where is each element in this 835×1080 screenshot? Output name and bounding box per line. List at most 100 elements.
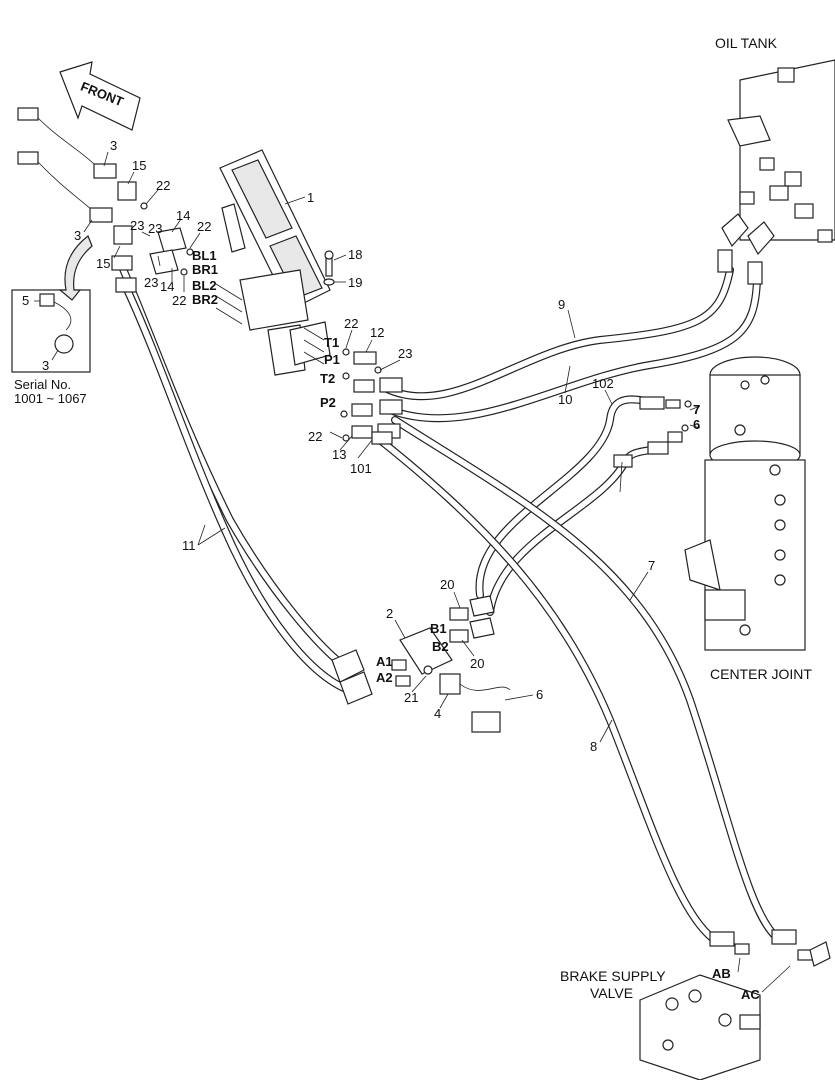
part-22-d-label: 22 [344, 316, 358, 331]
connector-lower [17, 151, 39, 165]
fitting-101 [639, 396, 665, 410]
hose-end-9 [379, 377, 403, 393]
part-6-label: 6 [536, 687, 543, 702]
part-7-label: 7 [648, 558, 655, 573]
hose-11 [116, 258, 359, 696]
port-1 [769, 464, 781, 476]
tank-bracket [727, 115, 771, 147]
fitting-14-bl2 [149, 249, 179, 275]
inset-label-5: 5 [22, 293, 29, 308]
port-bl2-label: BL2 [192, 278, 217, 293]
port-9 [739, 624, 751, 636]
port-bl1-label: BL1 [192, 248, 217, 263]
valve-port-3 [718, 1013, 732, 1027]
a2-fitting [339, 671, 373, 705]
port-6 [740, 380, 750, 390]
fitting-102-nipple [667, 431, 683, 443]
tank-elbow-1 [721, 213, 749, 248]
hose-8-nipple [734, 943, 750, 955]
brake-pedal [219, 149, 335, 376]
valve-fitting [739, 1014, 761, 1030]
oring-22-bl1 [186, 248, 194, 256]
hose-7-end [771, 929, 797, 945]
oring-22-bl2 [180, 268, 188, 276]
wire-upper [37, 117, 96, 166]
part-20-lower-label: 20 [470, 656, 484, 671]
wire-lower [37, 161, 93, 211]
part-21-label: 21 [404, 690, 418, 705]
port-a1-label: A1 [376, 654, 393, 669]
port-8 [734, 424, 746, 436]
port-a2 [395, 675, 411, 687]
part-14-upper-label: 14 [176, 208, 190, 223]
fitting-12-t1 [353, 351, 377, 365]
port-ab-label: AB [712, 966, 731, 981]
brake-supply-valve-label-2: VALVE [590, 985, 633, 1001]
fitting-t2 [351, 403, 373, 417]
tank-fitting-e [794, 203, 814, 219]
fitting-101-nipple [665, 399, 681, 409]
port-7 [760, 375, 770, 385]
part-22-c-label: 22 [172, 293, 186, 308]
part-23-d-label: 101 [350, 461, 372, 476]
port-3 [774, 519, 786, 531]
part-4-label: 4 [434, 706, 441, 721]
oring-t1 [342, 348, 350, 356]
port-a1 [391, 659, 407, 671]
collar-102 [613, 454, 633, 468]
hose-8-end [709, 931, 735, 947]
bolt-18 [325, 257, 333, 277]
part-20-upper-label: 20 [440, 577, 454, 592]
port-2 [774, 494, 786, 506]
sensor-body-upper [93, 163, 117, 179]
part-10-label: 10 [558, 392, 572, 407]
part-14-lower-label: 14 [160, 279, 174, 294]
hose-end-7 [371, 431, 393, 445]
elbow-b1 [469, 595, 495, 617]
pedal-port-bracket [215, 283, 243, 325]
a1-fitting [331, 649, 365, 683]
port-b2-label: B2 [432, 639, 449, 654]
port-t1-label: T1 [324, 335, 339, 350]
port-4 [774, 549, 786, 561]
part-23-a-label: 23 [148, 221, 162, 236]
hose-101-102 [475, 395, 654, 616]
inset-connector [39, 293, 55, 307]
oring-21 [423, 665, 433, 675]
part-22-e-label: 22 [308, 429, 322, 444]
part-23-c-label: 23 [398, 346, 412, 361]
port-p2-label: P2 [320, 395, 336, 410]
part-13-label: 13 [332, 447, 346, 462]
inset-sensor [54, 334, 74, 354]
oring-p1 [342, 372, 350, 380]
connector-6 [471, 711, 501, 733]
hose-11-end-upper [111, 255, 133, 271]
hose-7-8 [376, 416, 784, 946]
inset-label-3: 3 [42, 358, 49, 373]
oil-tank-label: OIL TANK [715, 35, 778, 51]
inset-box: 5 3 Serial No. 1001 ~ 1067 [11, 289, 91, 406]
inset-wire [53, 301, 72, 331]
oring-22-upper [140, 202, 148, 210]
port-5 [774, 574, 786, 586]
oring-t2 [340, 410, 348, 418]
front-arrow: FRONT [59, 61, 141, 131]
brake-supply-valve: BRAKE SUPPLY VALVE [560, 968, 761, 1080]
part-22-a-label: 22 [156, 178, 170, 193]
part-12-label: 12 [370, 325, 384, 340]
bolt-18-head [324, 250, 334, 260]
center-joint: CENTER JOINT [684, 356, 812, 682]
part-15-upper-label: 15 [132, 158, 146, 173]
oring-102 [681, 424, 689, 432]
port-br2-label: BR2 [192, 292, 218, 307]
switch-wire [459, 683, 511, 691]
tank-fitting-d [769, 185, 789, 201]
port-6-label: 6 [693, 417, 700, 432]
part-3-upper-label: 3 [110, 138, 117, 153]
brake-supply-valve-label-1: BRAKE SUPPLY [560, 968, 666, 984]
part-15-lower-label: 15 [96, 256, 110, 271]
serial-range: 1001 ~ 1067 [14, 391, 87, 406]
hose-9-fitting [717, 249, 733, 273]
hose-end-10 [379, 399, 403, 415]
